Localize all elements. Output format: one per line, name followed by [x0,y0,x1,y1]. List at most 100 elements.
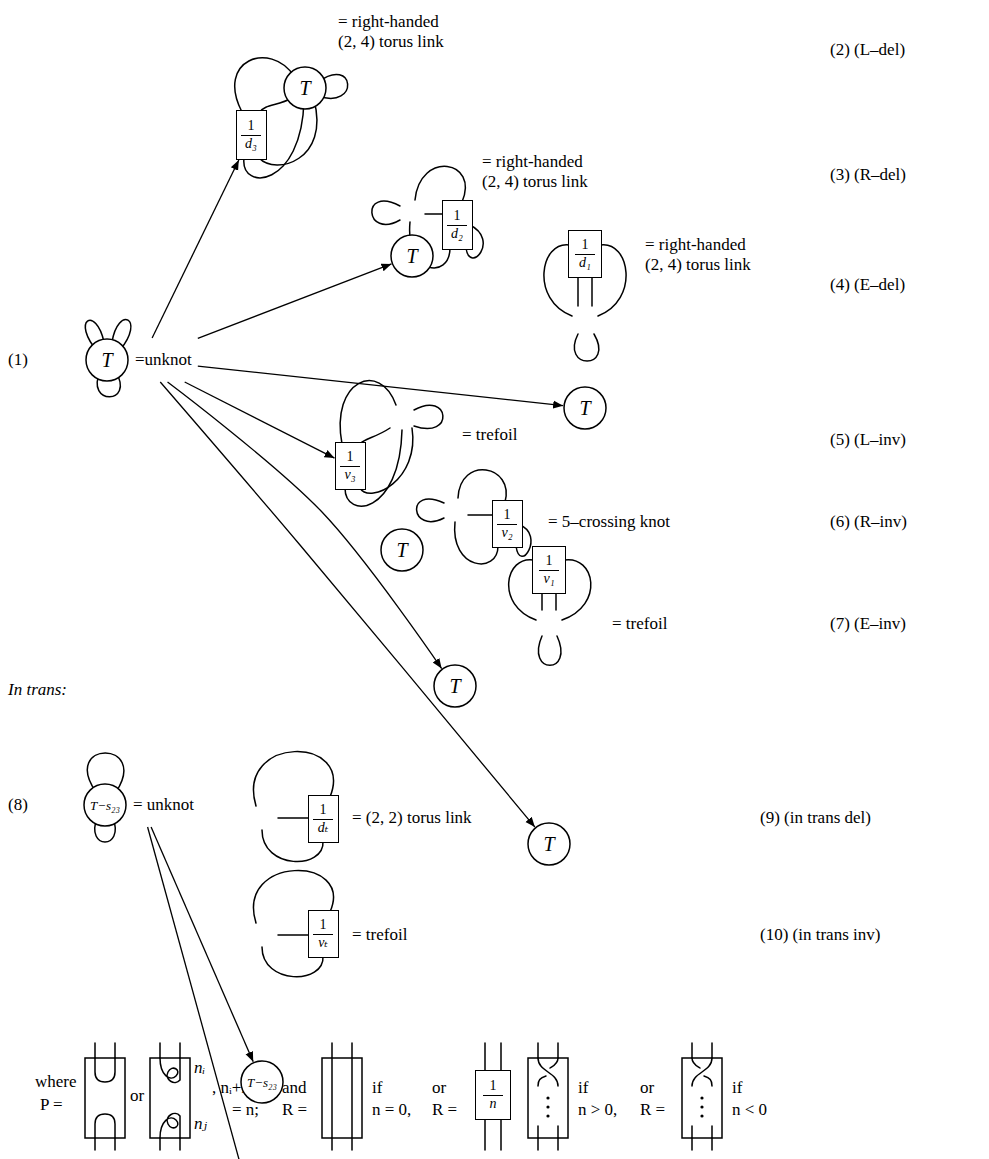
fraction-numerator: 1 [340,449,360,467]
rational-tangle-box: 1v₂ [492,500,523,548]
strand [278,817,310,819]
legend-text: if [732,1078,742,1098]
tangle-disc: T [527,822,571,866]
rational-tangle-box: 1d₂ [442,200,473,250]
disc-circle [241,1061,283,1103]
disc-circle [528,823,570,865]
tangle-box [682,1058,722,1138]
dot [546,1096,549,1099]
tangle-with-result: T−s₂₃= unknot [83,783,200,827]
tangle-disc: T [85,338,129,382]
legend-text: R = [432,1100,457,1120]
legend-text: or [432,1078,446,1098]
fraction-denominator: dₜ [313,820,333,837]
case-label: (9) (in trans del) [760,808,871,828]
strand [278,934,310,936]
tangle-disc: T [563,386,607,430]
strand [591,276,593,306]
strand [692,1126,712,1138]
tangle-disc: T [390,234,434,278]
tangle-box [528,1058,568,1138]
disc-circle [84,784,126,826]
strand [415,166,465,202]
legend-text: P = [40,1095,63,1115]
twist-count: nᵢ [194,1058,205,1078]
rational-tangle-box: 1d₃ [236,110,267,160]
fraction-denominator: v₂ [497,525,517,542]
dots [546,1096,703,1117]
legend-text: if [372,1078,382,1098]
fraction-numerator: 1 [497,507,517,525]
result-label: =unknot [135,350,198,370]
rational-tangle-box: 1v₁ [532,546,566,594]
legend-text: if [578,1078,588,1098]
twist-strand [160,1058,180,1082]
legend-text: or [130,1086,144,1106]
legend-text: R = [640,1100,665,1120]
tangle-with-result: T =unknot [85,338,198,382]
tangle-disc: T [433,664,477,708]
strand [555,592,557,610]
tangle-box [150,1058,190,1138]
strand [417,499,444,522]
over-strand [538,1058,558,1086]
arrow-connector [198,366,563,406]
tangle-symbol: T [101,350,112,370]
legend-text: where [35,1072,77,1092]
result-label: = trefoil [352,925,407,945]
disc-circle [564,387,606,429]
over-strand [692,1058,712,1086]
rational-tangle-box: 1n [475,1070,511,1120]
result-label: = trefoil [462,425,517,445]
dot [546,1114,549,1117]
strand [598,245,626,316]
tangle-symbol: T [449,676,460,696]
strand [360,428,413,493]
strand [562,560,591,620]
fraction-numerator: 1 [313,917,333,935]
tangle-symbol: T [543,834,554,854]
rational-tangle-box: 1dₜ [308,795,339,843]
fraction-numerator: 1 [483,1078,503,1096]
strand [577,276,579,306]
case-label: (10) (in trans inv) [760,925,880,945]
item-number: (8) [8,795,28,815]
legend-text: or [640,1078,654,1098]
twist-strand [160,1114,180,1138]
dot [700,1114,703,1117]
fraction-numerator: 1 [241,118,261,136]
item-number: (1) [8,350,28,370]
strand [692,1043,712,1150]
dot [700,1105,703,1108]
tangle-disc: T [380,528,424,572]
case-label: (2) (L–del) [830,40,905,60]
disc-circle [86,339,128,381]
legend-text: n < 0 [732,1100,767,1120]
result-label: = trefoil [612,614,667,634]
fraction-numerator: 1 [575,237,595,255]
tangle-disc: T−s₂₃ [83,783,127,827]
tangle-symbol: T [396,540,407,560]
result-label: = 5–crossing knot [548,512,670,532]
fraction-denominator: d₁ [575,255,595,272]
arrow-connector [198,264,392,338]
legend-text: n = 0, [372,1100,411,1120]
tangle-disc: T [283,66,327,110]
case-label: (3) (R–del) [830,165,906,185]
legend-text: and [282,1078,307,1098]
strand [332,1043,352,1150]
strand [541,592,543,610]
rational-tangle-box: 1d₁ [568,230,602,278]
section-heading: In trans: [8,680,67,700]
fraction-numerator: 1 [539,553,559,571]
fraction-denominator: vₜ [313,935,333,952]
under-strand [692,1058,712,1086]
arrow-connector [185,382,335,458]
strand [414,405,443,428]
strand [259,100,317,165]
case-label: (4) (E–del) [830,275,905,295]
fraction-denominator: v₁ [539,571,559,588]
case-label: (7) (E–inv) [830,614,906,634]
strand [538,1126,558,1138]
strand [95,1114,115,1138]
